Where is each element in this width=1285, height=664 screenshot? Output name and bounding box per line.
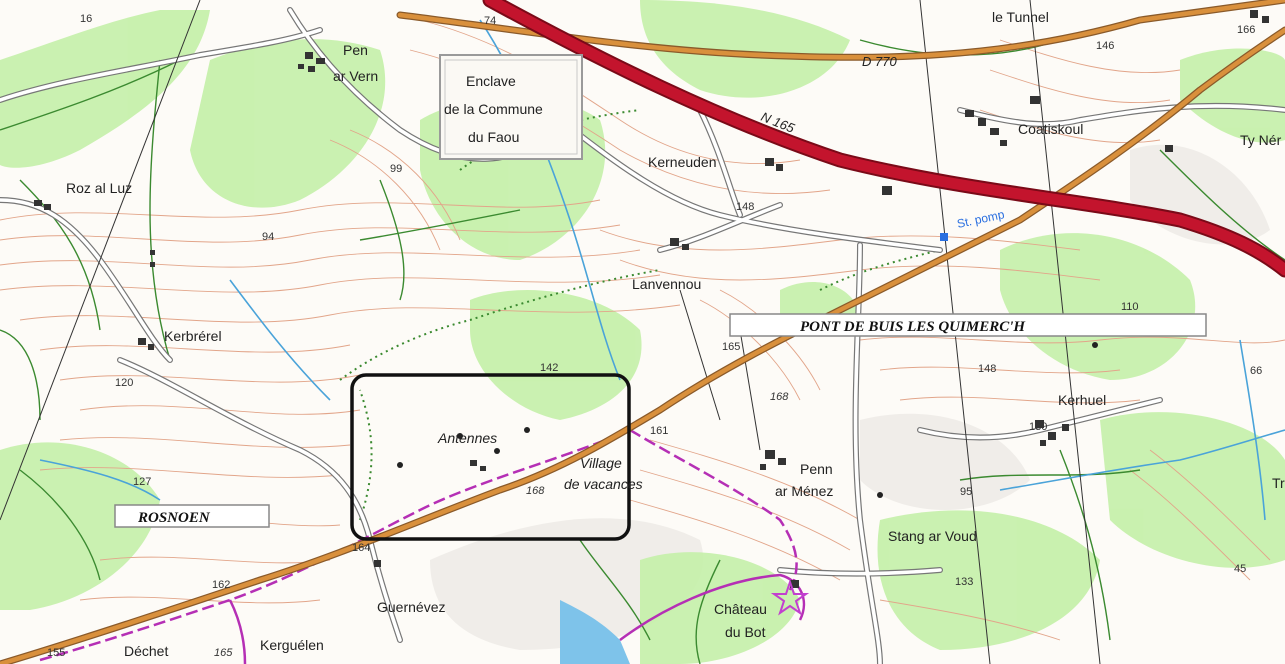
altitude-95: 95 xyxy=(960,486,972,498)
antenna-markers xyxy=(397,342,1098,498)
altitude-127: 127 xyxy=(133,476,151,488)
place-antennes: Antennes xyxy=(437,430,497,446)
altitude-161: 161 xyxy=(650,425,668,437)
altitude-120: 120 xyxy=(115,377,133,389)
place-ar-menez: ar Ménez xyxy=(775,483,833,499)
enclave-line-1: Enclave xyxy=(466,73,516,89)
place-ar-vern: ar Vern xyxy=(333,68,378,84)
road-label-d770: D 770 xyxy=(862,54,897,69)
altitude-146: 146 xyxy=(1096,40,1114,52)
altitude-133: 133 xyxy=(955,576,973,588)
altitude-166: 166 xyxy=(1237,24,1255,36)
commune-name-pont-de-buis: PONT DE BUIS LES QUIMERC'H xyxy=(800,319,1026,335)
place-guernevez: Guernévez xyxy=(377,599,445,615)
altitude-labels: 16 74 146 166 99 148 94 120 142 165 168 … xyxy=(47,13,1262,659)
place-du-bot: du Bot xyxy=(725,624,766,640)
place-pen: Pen xyxy=(343,42,368,58)
road-n165 xyxy=(482,0,1285,278)
place-kerhuel: Kerhuel xyxy=(1058,392,1106,408)
pond xyxy=(560,600,630,664)
altitude-162: 162 xyxy=(212,579,230,591)
altitude-148b: 148 xyxy=(978,363,996,375)
enclave-line-3: du Faou xyxy=(468,129,519,145)
place-ty-ner: Ty Nér xyxy=(1240,132,1282,148)
altitude-165: 165 xyxy=(722,341,740,353)
commune-label-pont-de-buis[interactable]: PONT DE BUIS LES QUIMERC'H xyxy=(729,313,1207,337)
altitude-130: 130 xyxy=(1029,421,1047,433)
place-dechet: Déchet xyxy=(124,643,168,659)
place-le-tunnel: le Tunnel xyxy=(992,9,1049,25)
place-penn: Penn xyxy=(800,461,833,477)
highlight-box xyxy=(350,373,631,541)
place-de-vacances: de vacances xyxy=(564,476,643,492)
place-tra: Tra xyxy=(1272,475,1285,491)
place-kerguelen: Kerguélen xyxy=(260,637,324,653)
place-kerneuden: Kerneuden xyxy=(648,154,717,170)
buildings xyxy=(34,10,1269,588)
pump-station-marker[interactable] xyxy=(940,233,948,241)
place-village: Village xyxy=(580,455,622,471)
altitude-45: 45 xyxy=(1234,563,1246,575)
place-lanvennou: Lanvennou xyxy=(632,276,701,292)
altitude-155: 155 xyxy=(47,647,65,659)
place-chateau: Château xyxy=(714,601,767,617)
commune-label-rosnoen[interactable]: ROSNOEN xyxy=(114,504,270,528)
place-kerbrerel: Kerbrérel xyxy=(164,328,222,344)
castle-star-icon xyxy=(770,578,810,616)
enclave-line-2: de la Commune xyxy=(444,101,543,117)
enclave-label-box: Enclave de la Commune du Faou xyxy=(439,54,583,160)
altitude-165b: 165 xyxy=(214,647,233,659)
commune-boundary-solid xyxy=(228,573,806,664)
altitude-110: 110 xyxy=(1121,301,1139,313)
place-stang-ar-voud: Stang ar Voud xyxy=(888,528,977,544)
altitude-168b: 168 xyxy=(526,485,545,497)
place-coatiskoul: Coatiskoul xyxy=(1018,121,1083,137)
altitude-94: 94 xyxy=(262,231,274,243)
altitude-148: 148 xyxy=(736,201,754,213)
place-labels: Pen ar Vern Roz al Luz Kerbrérel Kerneud… xyxy=(66,9,1285,659)
altitude-168: 168 xyxy=(770,391,789,403)
commune-name-rosnoen: ROSNOEN xyxy=(137,510,211,526)
altitude-142: 142 xyxy=(540,362,558,374)
altitude-66: 66 xyxy=(1250,365,1262,377)
altitude-16: 16 xyxy=(80,13,92,25)
altitude-99: 99 xyxy=(390,163,402,175)
altitude-74: 74 xyxy=(484,15,496,27)
altitude-164: 164 xyxy=(352,542,370,554)
place-roz-al-luz: Roz al Luz xyxy=(66,180,132,196)
